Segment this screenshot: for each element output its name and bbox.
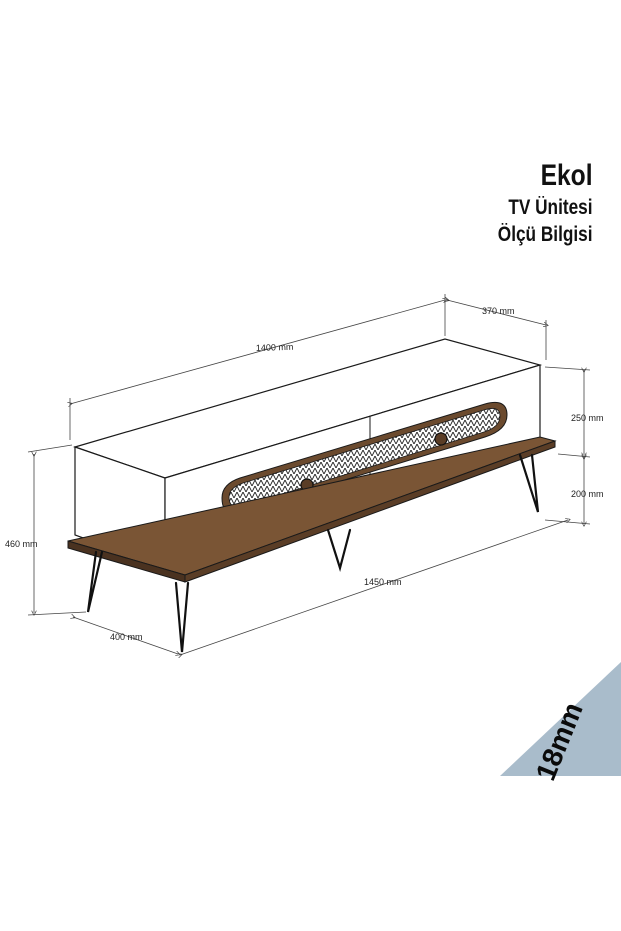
- oval-panel: [221, 401, 508, 514]
- dim-top-length: 1400 mm: [256, 342, 294, 353]
- dim-base-depth: 400 mm: [110, 632, 143, 642]
- dimension-lines: [27, 294, 591, 655]
- dim-base-length: 1450 mm: [364, 577, 402, 587]
- leg-back-left: [86, 550, 104, 613]
- product-name: Ekol: [541, 159, 593, 192]
- right-knob: [434, 432, 448, 446]
- dim-top-depth: 370 mm: [482, 306, 515, 316]
- leg-front-left: [174, 581, 190, 653]
- leg-back-right: [518, 453, 540, 513]
- title-block: Ekol TV Ünitesi Ölçü Bilgisi: [477, 158, 593, 248]
- dim-leg-height: 200 mm: [571, 489, 604, 499]
- product-subtitle-1: TV Ünitesi: [508, 196, 593, 219]
- product-subtitle-2: Ölçü Bilgisi: [498, 223, 593, 246]
- dim-body-height: 250 mm: [571, 413, 604, 423]
- thickness-badge: [500, 662, 621, 776]
- leg-front-right: [326, 528, 352, 572]
- dim-total-height: 460 mm: [5, 539, 38, 549]
